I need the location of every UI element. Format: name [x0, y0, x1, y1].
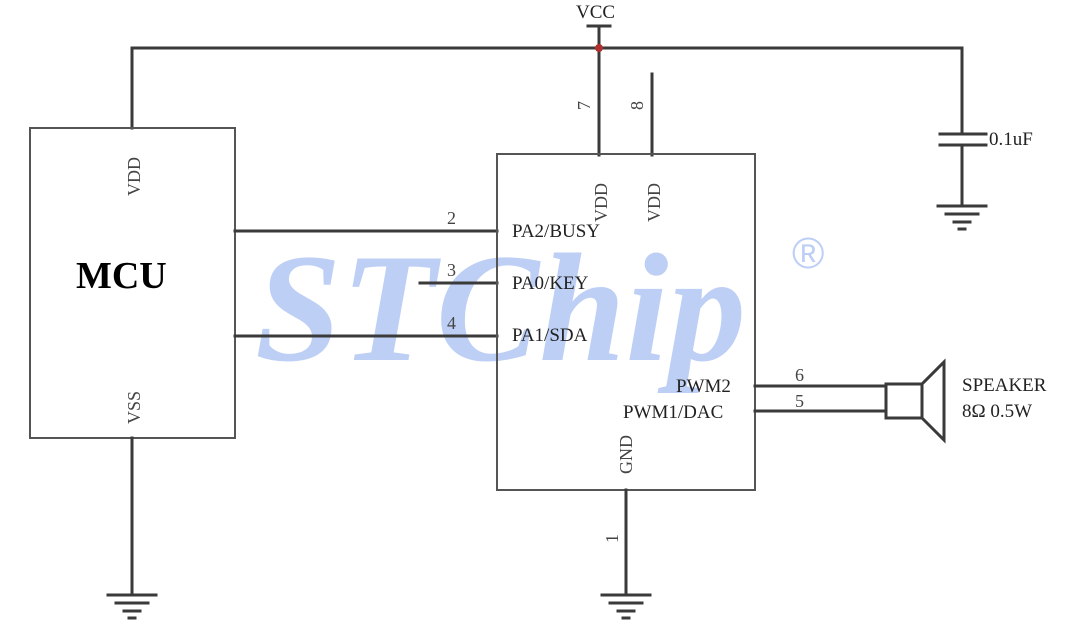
pin-number-3: 3 — [447, 260, 456, 280]
chip-ground-icon — [600, 593, 652, 620]
mcu-label: MCU — [76, 255, 167, 297]
pin-number-6: 6 — [795, 365, 804, 385]
pa0-key-label: PA0/KEY — [512, 273, 589, 294]
chip-gnd-label: GND — [616, 435, 636, 474]
capacitor: 0.1uF — [938, 129, 1033, 208]
speaker-name: SPEAKER — [962, 375, 1047, 396]
pin-number-7: 7 — [574, 101, 594, 110]
chip-vdd-label-2: VDD — [644, 183, 664, 222]
pin-number-5: 5 — [795, 391, 804, 411]
pin-number-1: 1 — [602, 534, 622, 543]
mcu-block: MCU VDD VSS — [29, 127, 236, 439]
mcu-vdd-label: VDD — [124, 157, 144, 196]
pin-number-8: 8 — [627, 101, 647, 110]
pa1-sda-label: PA1/SDA — [512, 325, 588, 346]
mcu-ground-icon — [106, 593, 158, 620]
speaker-spec: 8Ω 0.5W — [962, 401, 1032, 422]
chip-vdd-label-1: VDD — [591, 183, 611, 222]
mcu-vss-label: VSS — [124, 391, 144, 424]
vcc-rail: VCC — [130, 2, 964, 157]
pin-number-2: 2 — [447, 208, 456, 228]
junction-dot — [595, 44, 603, 52]
vcc-label: VCC — [576, 2, 615, 23]
pwm1-dac-label: PWM1/DAC — [623, 402, 723, 423]
capacitor-value: 0.1uF — [989, 129, 1033, 150]
pin-number-4: 4 — [447, 313, 456, 333]
cap-ground-icon — [936, 204, 988, 231]
watermark-registered-mark: ® — [792, 229, 824, 278]
watermark: STChip ® — [255, 222, 824, 394]
pwm2-label: PWM2 — [676, 376, 731, 397]
speaker-icon — [884, 358, 946, 444]
pa2-busy-label: PA2/BUSY — [512, 221, 600, 242]
voice-chip: VDD VDD PA2/BUSY PA0/KEY PA1/SDA PWM2 PW… — [496, 153, 756, 491]
watermark-text: STChip — [255, 222, 746, 394]
